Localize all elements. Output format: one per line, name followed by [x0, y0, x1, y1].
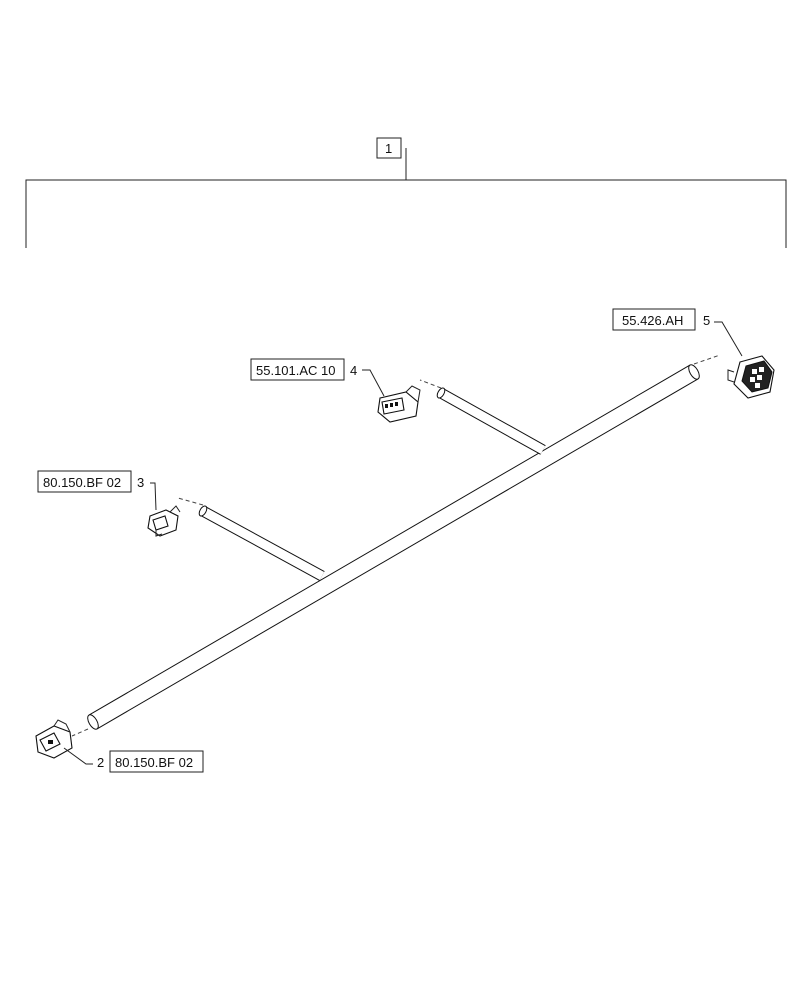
callout-4-leader [362, 369, 385, 397]
callout-5-leader [714, 321, 743, 357]
connector-5-icon [727, 355, 775, 399]
connector-5-dash [693, 354, 721, 365]
connector-3-icon [147, 505, 181, 537]
callout-2-reference-box [109, 750, 204, 773]
callout-2-leader [63, 747, 93, 765]
callout-item-2: 80.150.BF 02 2 [63, 747, 204, 773]
callout-item-4: 55.101.AC 10 4 [250, 358, 385, 397]
connector-3-dash [177, 497, 204, 506]
branch-tube-lower [198, 505, 325, 581]
callout-2-reference: 80.150.BF 02 [115, 755, 193, 770]
callout-5-reference: 55.426.AH [622, 313, 683, 328]
callout-3-reference: 80.150.BF 02 [43, 475, 121, 490]
callout-4-item-number: 4 [350, 363, 357, 378]
callout-3-item-number: 3 [137, 475, 144, 490]
callout-4-reference-box [250, 358, 345, 381]
callout-3-leader [150, 482, 157, 511]
callout-2-item-number: 2 [97, 755, 104, 770]
connector-4-dash [419, 379, 442, 389]
callout-3-reference-box [37, 470, 132, 493]
callout-5-reference-box [612, 308, 696, 331]
connector-4-icon [377, 385, 421, 423]
assembly-item-box [376, 137, 402, 159]
main-harness-tube [87, 364, 700, 730]
callout-item-3: 80.150.BF 02 3 [37, 470, 157, 511]
callout-5-item-number: 5 [703, 313, 710, 328]
branch-tube-upper [436, 387, 546, 455]
assembly-bracket: 1 [25, 137, 787, 248]
callout-4-reference: 55.101.AC 10 [256, 363, 336, 378]
connector-2-dash [71, 728, 89, 737]
assembly-item-number: 1 [385, 141, 392, 156]
connector-2-icon [35, 719, 73, 759]
callout-item-5: 55.426.AH 5 [612, 308, 743, 357]
